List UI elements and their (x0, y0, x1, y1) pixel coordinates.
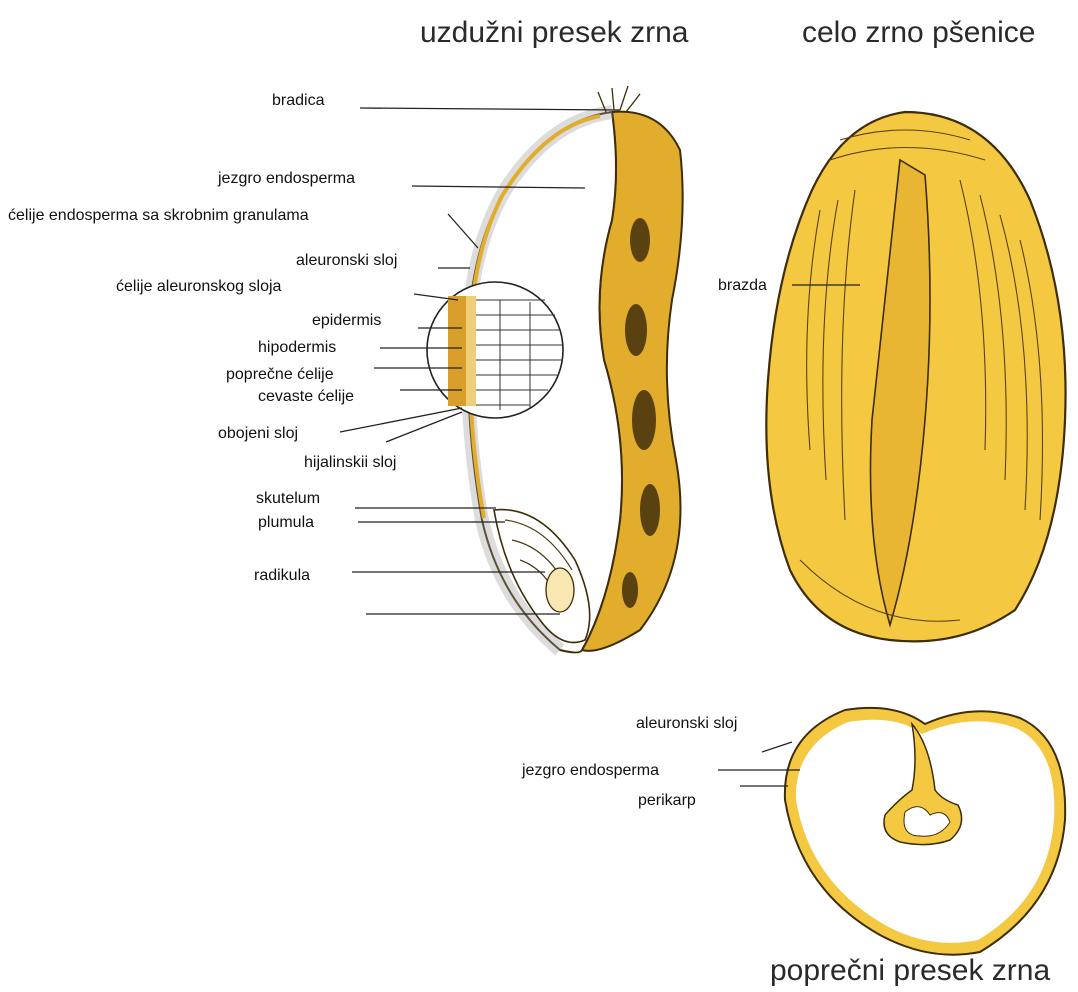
brush-hairs (598, 86, 640, 112)
radicle (546, 568, 574, 612)
magnified-bran-layers (427, 282, 563, 418)
label-celije-aleuronskog-sloja: ćelije aleuronskog sloja (116, 278, 282, 295)
label-hipodermis: hipodermis (258, 339, 336, 356)
label-epidermis: epidermis (312, 312, 381, 329)
whole-grain (766, 112, 1065, 641)
label-jezgro-endosperma: jezgro endosperma (217, 170, 355, 187)
cross-section (785, 708, 1065, 955)
label-brazda: brazda (718, 277, 767, 294)
label-hijalinski-sloj: hijalinskii sloj (304, 454, 396, 471)
label-cross-jezgro-endosperma: jezgro endosperma (521, 762, 659, 779)
longitudinal-section (427, 86, 683, 653)
label-cross-perikarp: perikarp (638, 792, 696, 809)
label-celije-endosperma: ćelije endosperma sa skrobnim granulama (8, 207, 309, 224)
title-whole-grain: celo zrno pšenice (802, 16, 1035, 49)
label-cross-aleuronski-sloj: aleuronski sloj (636, 715, 737, 732)
label-skutelum: skutelum (256, 490, 320, 507)
label-radikula: radikula (254, 567, 310, 584)
label-bradica: bradica (272, 92, 325, 109)
title-cross-section: poprečni presek zrna (770, 954, 1050, 987)
label-plumula: plumula (258, 514, 314, 531)
title-longitudinal: uzdužni presek zrna (420, 16, 689, 49)
label-poprecne-celije: poprečne ćelije (226, 366, 334, 383)
label-obojeni-sloj: obojeni sloj (218, 425, 298, 442)
label-aleuronski-sloj: aleuronski sloj (296, 252, 397, 269)
label-cevaste-celije: cevaste ćelije (258, 388, 354, 405)
